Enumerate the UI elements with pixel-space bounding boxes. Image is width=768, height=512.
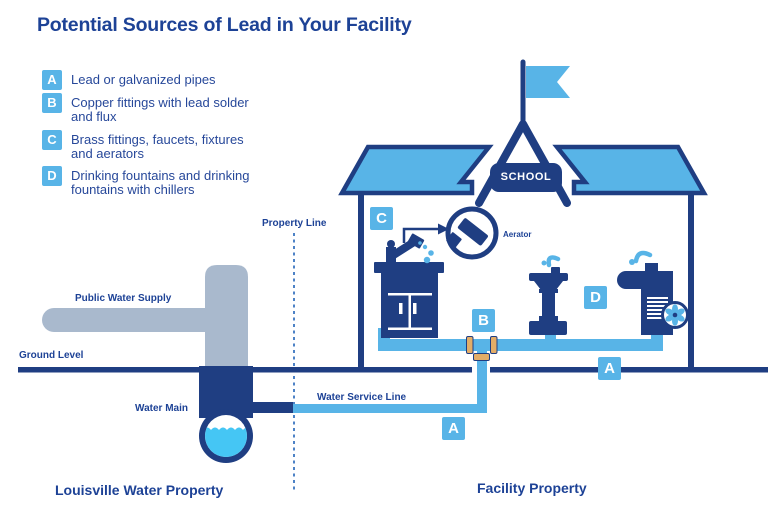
- school-sign: SCHOOL: [490, 163, 562, 192]
- chiller-water-spray: [633, 250, 653, 264]
- flag-icon: [526, 66, 570, 98]
- water-service-line-label: Water Service Line: [317, 392, 407, 403]
- ground-level-line: [18, 367, 768, 373]
- aerator-callout: [402, 206, 499, 260]
- aerator-icon: [446, 218, 488, 248]
- service-line-pipe: [248, 345, 487, 413]
- public-water-supply-pipe: [42, 265, 248, 369]
- badge-d-fountain: D: [584, 286, 607, 309]
- aerator-label: Aerator: [503, 230, 532, 239]
- legend-badge-d: D: [42, 166, 62, 186]
- roof-left-slab: [338, 144, 494, 196]
- water-main-label: Water Main: [135, 403, 188, 414]
- page-title: Potential Sources of Lead in Your Facili…: [37, 14, 412, 36]
- water-icon: [205, 427, 247, 457]
- legend-badge-a: A: [42, 70, 62, 90]
- roof-right-slab: [552, 144, 708, 196]
- pedestal-fountain: [529, 255, 568, 335]
- ground-level-label: Ground Level: [19, 350, 84, 361]
- legend-badge-b: B: [42, 93, 62, 113]
- badge-a-service: A: [442, 417, 465, 440]
- water-main: [199, 366, 253, 463]
- vent-grille: [647, 297, 668, 319]
- chiller-fan-icon: [661, 301, 689, 329]
- louisville-water-property-label: Louisville Water Property: [55, 482, 224, 498]
- legend-text-a: Lead or galvanized pipes: [71, 72, 216, 87]
- property-line-label: Property Line: [262, 218, 327, 229]
- facility-property-label: Facility Property: [477, 480, 587, 496]
- arrow-icon: [402, 227, 438, 243]
- copper-fittings: [466, 336, 498, 361]
- legend-badge-c: C: [42, 130, 62, 150]
- building-walls: [358, 190, 694, 372]
- badge-b-junction: B: [472, 309, 495, 332]
- fountain-water-spray: [546, 255, 561, 268]
- faucet-icon: [386, 233, 425, 263]
- sink-cabinet: [374, 262, 444, 338]
- faucet-water-spray: [418, 241, 434, 264]
- legend-item-a: A Lead or galvanized pipes: [42, 70, 281, 90]
- chiller-fountain: [617, 250, 689, 335]
- badge-c-sink: C: [370, 207, 393, 230]
- badge-a-floor: A: [598, 357, 621, 380]
- public-water-supply-label: Public Water Supply: [75, 293, 172, 304]
